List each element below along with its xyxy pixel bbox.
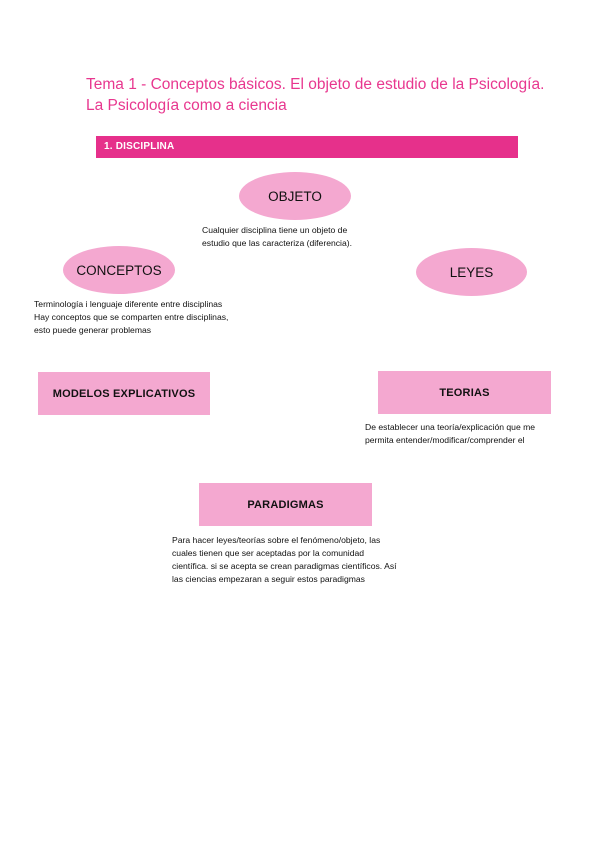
paradigmas-note-line: Para hacer leyes/teorías sobre el fenóme…	[172, 535, 381, 545]
teorias-box: TEORIAS	[378, 371, 551, 414]
conceptos-oval: CONCEPTOS	[63, 246, 175, 294]
conceptos-note-line: esto puede generar problemas	[34, 325, 152, 335]
leyes-label: LEYES	[449, 264, 494, 280]
paradigmas-box: PARADIGMAS	[199, 483, 372, 526]
leyes-oval: LEYES	[416, 248, 527, 296]
modelos-explicativos-label: MODELOS EXPLICATIVOS	[52, 387, 196, 400]
paradigmas-note: Para hacer leyes/teorías sobre el fenóme…	[172, 534, 397, 586]
objeto-note: Cualquier disciplina tiene un objeto de …	[202, 224, 352, 250]
teorias-note-line: De establecer una teoría/explicación que…	[365, 422, 536, 432]
page-title-line-1: Tema 1 - Conceptos básicos. El objeto de…	[86, 76, 545, 93]
conceptos-note: Terminología i lenguaje diferente entre …	[34, 298, 228, 337]
objeto-note-line: Cualquier disciplina tiene un objeto de	[202, 225, 348, 235]
paradigmas-note-line: las ciencias empezaran a seguir estos pa…	[172, 574, 365, 584]
paradigmas-note-line: cuales tienen que ser aceptadas por la c…	[172, 548, 365, 558]
conceptos-note-line: Terminología i lenguaje diferente entre …	[34, 299, 223, 309]
teorias-note-line: permita entender/modificar/comprender el	[365, 435, 525, 445]
teorias-note: De establecer una teoría/explicación que…	[365, 421, 535, 447]
objeto-oval: OBJETO	[239, 172, 351, 220]
objeto-note-line: estudio que las caracteriza (diferencia)…	[202, 238, 352, 248]
objeto-label: OBJETO	[268, 188, 322, 204]
page-title: Tema 1 - Conceptos básicos. El objeto de…	[86, 74, 556, 116]
paradigmas-label: PARADIGMAS	[247, 498, 324, 511]
paradigmas-note-line: científica. si se acepta se crean paradi…	[172, 561, 397, 571]
conceptos-label: CONCEPTOS	[76, 262, 162, 278]
conceptos-note-line: Hay conceptos que se comparten entre dis…	[34, 312, 229, 322]
page-title-line-2: La Psicología como a ciencia	[86, 97, 287, 114]
modelos-explicativos-box: MODELOS EXPLICATIVOS	[38, 372, 210, 415]
teorias-label: TEORIAS	[439, 386, 490, 399]
section-header-disciplina: 1. DISCIPLINA	[96, 136, 518, 158]
